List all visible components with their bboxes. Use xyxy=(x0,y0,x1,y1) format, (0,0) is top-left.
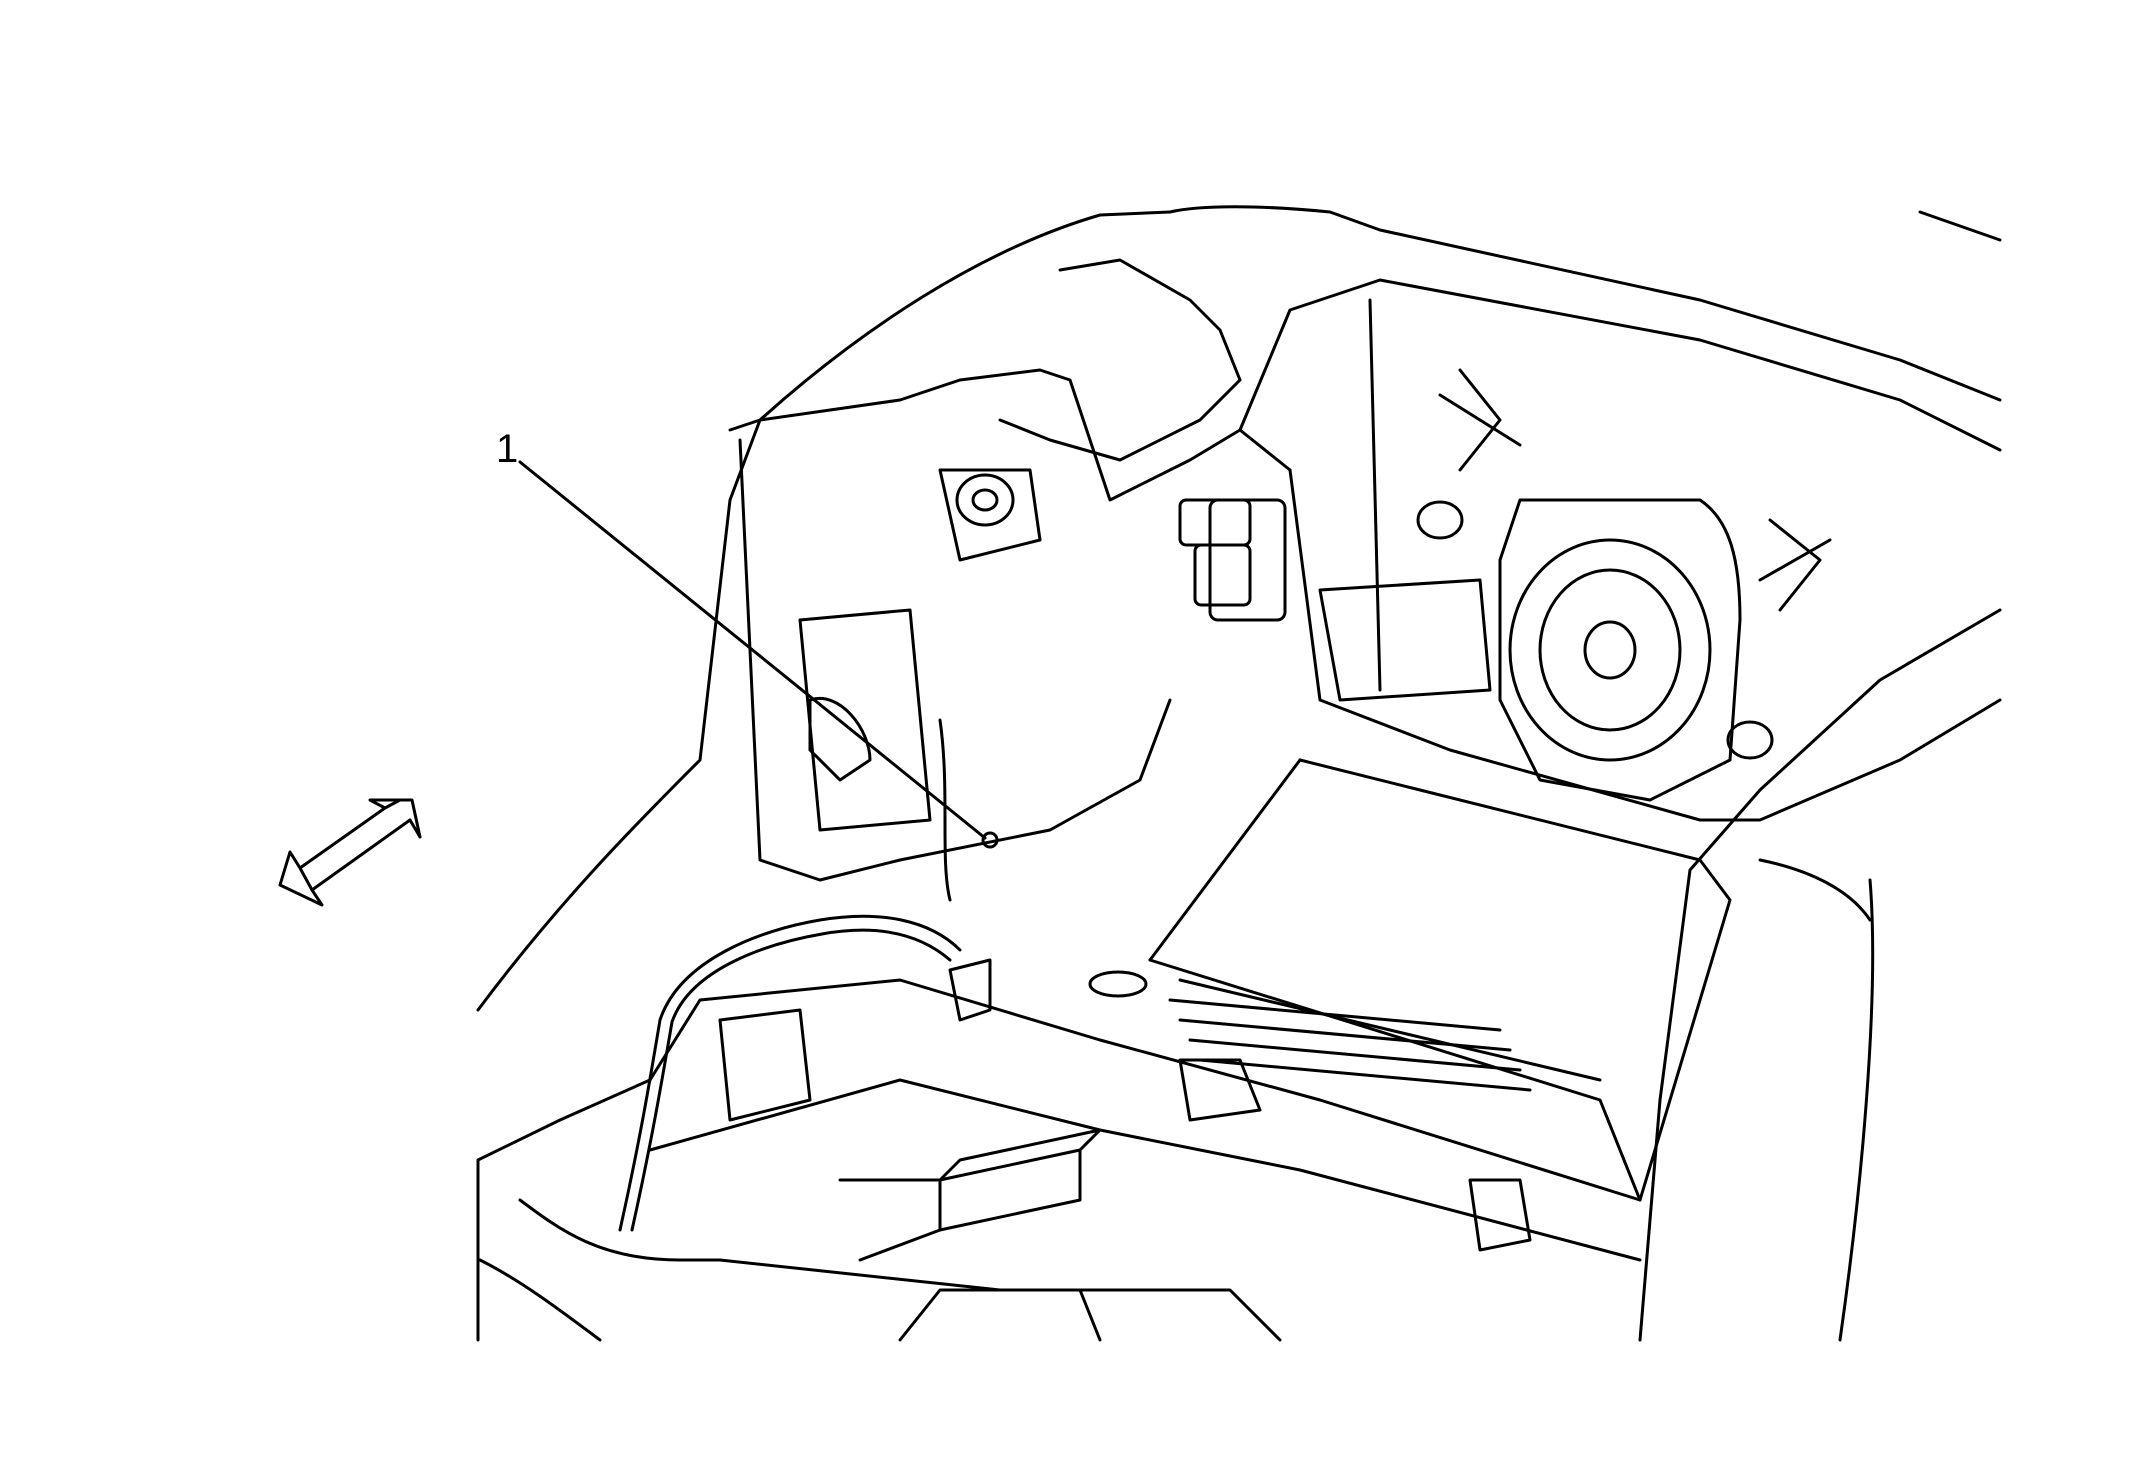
rear-cross-member xyxy=(648,958,1642,1262)
access-hole-round xyxy=(955,473,1015,527)
floor-plug xyxy=(1088,970,1148,998)
lower-module-tray xyxy=(478,1128,1282,1342)
wiring-harness xyxy=(618,718,962,1232)
trunk-floor xyxy=(1088,758,1732,1202)
left-quarter-inner-panel xyxy=(728,258,1292,882)
speaker-cone xyxy=(1508,538,1712,762)
callout-target-bolt xyxy=(981,831,999,849)
rear-compartment-panel xyxy=(1208,278,2002,822)
front-direction-arrow-icon xyxy=(278,798,422,907)
callout-number-1: 1 xyxy=(496,427,518,471)
callout-leader-line xyxy=(518,460,987,840)
